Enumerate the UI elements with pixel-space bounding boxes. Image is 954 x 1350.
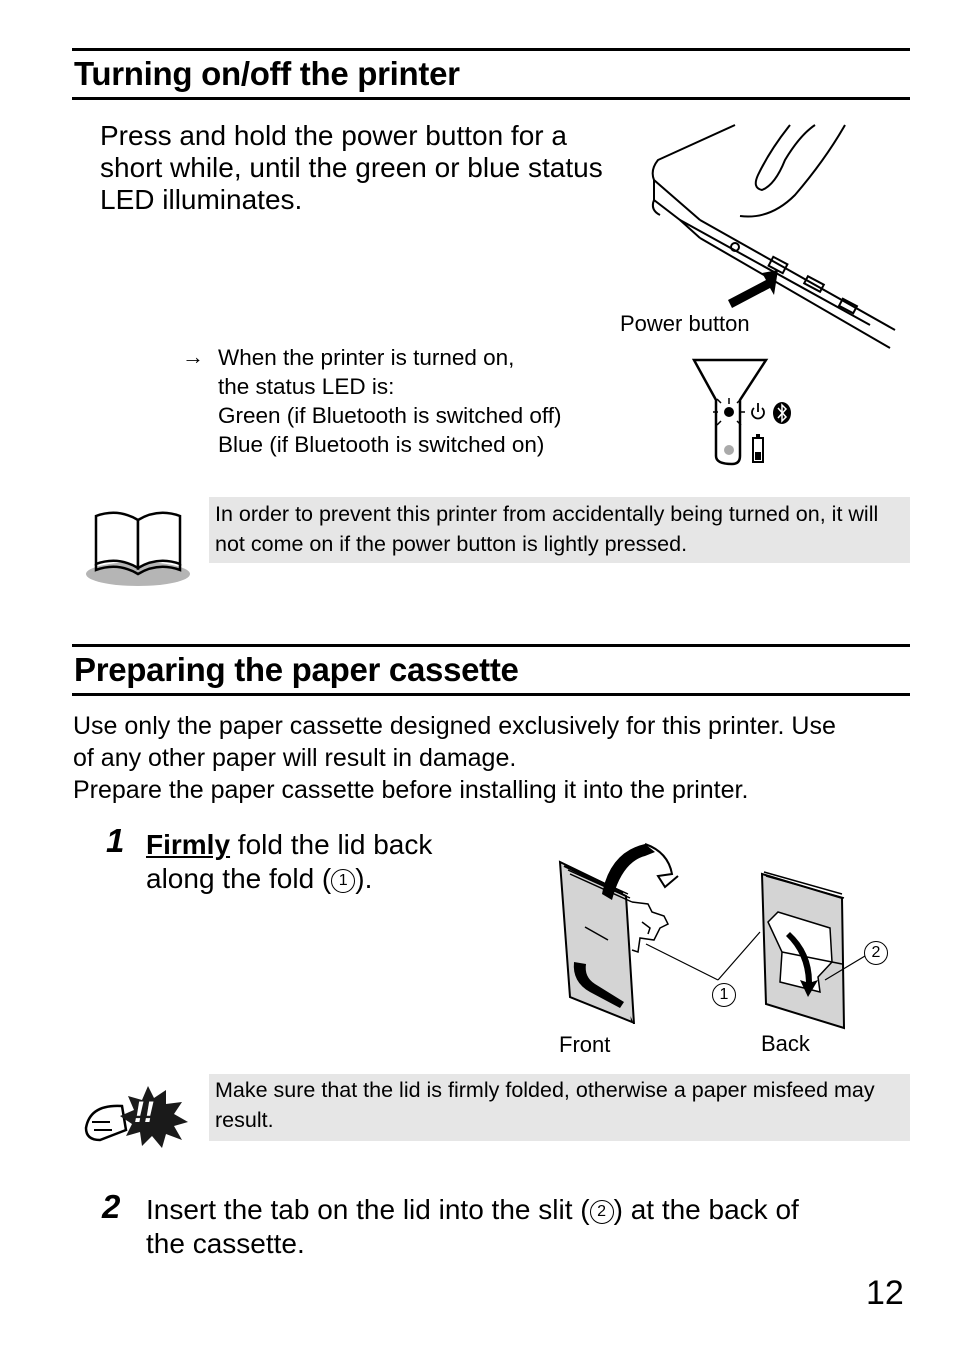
step2-text: Insert the tab on the lid into the slit … (146, 1194, 799, 1259)
fold-marker: 1 (331, 869, 356, 893)
figure-marker-1: 1 (712, 983, 736, 1007)
power-icon (751, 403, 765, 420)
book-icon (86, 511, 190, 586)
emphasis-firmly: Firmly (146, 829, 231, 860)
step1-text: Firmly fold the lid back along the fold … (146, 829, 433, 894)
intro-line: Use only the paper cassette designed exc… (73, 712, 836, 740)
printer-illustration (651, 124, 896, 349)
result-line: When the printer is turned on, (218, 345, 515, 370)
slit-marker: 2 (589, 1200, 614, 1224)
section-header-power: Turning on/off the printer (72, 48, 910, 100)
battery-icon (752, 434, 764, 463)
page-number: 12 (866, 1274, 904, 1312)
arrow-right-icon: → (182, 344, 204, 369)
step-number: 2 (102, 1188, 121, 1225)
section-header-cassette: Preparing the paper cassette (72, 644, 910, 696)
cassette-illustration (558, 843, 866, 1030)
result-line: the status LED is: (218, 374, 395, 399)
led-result-text: When the printer is turned on, the statu… (218, 343, 562, 459)
section-title: Preparing the paper cassette (74, 651, 519, 688)
result-line: Green (if Bluetooth is switched off) (218, 403, 562, 428)
back-caption: Back (761, 1031, 810, 1056)
intro-line: of any other paper will result in damage… (73, 744, 517, 772)
bluetooth-icon (773, 402, 791, 424)
cassette-intro: Use only the paper cassette designed exc… (73, 710, 836, 806)
front-caption: Front (559, 1032, 611, 1057)
intro-line: Prepare the paper cassette before instal… (73, 776, 749, 804)
status-led-icon (691, 358, 791, 466)
warning-note: Make sure that the lid is firmly folded,… (209, 1074, 910, 1141)
section-title: Turning on/off the printer (74, 55, 460, 92)
step-number: 1 (106, 822, 125, 859)
warning-marks: !! (134, 1096, 154, 1129)
power-instruction: Press and hold the power button for a sh… (100, 120, 603, 215)
warning-icon: !! (82, 1084, 190, 1148)
power-button-caption: Power button (620, 311, 750, 336)
power-note: In order to prevent this printer from ac… (209, 497, 910, 563)
result-line: Blue (if Bluetooth is switched on) (218, 432, 545, 457)
figure-marker-2: 2 (864, 941, 888, 965)
